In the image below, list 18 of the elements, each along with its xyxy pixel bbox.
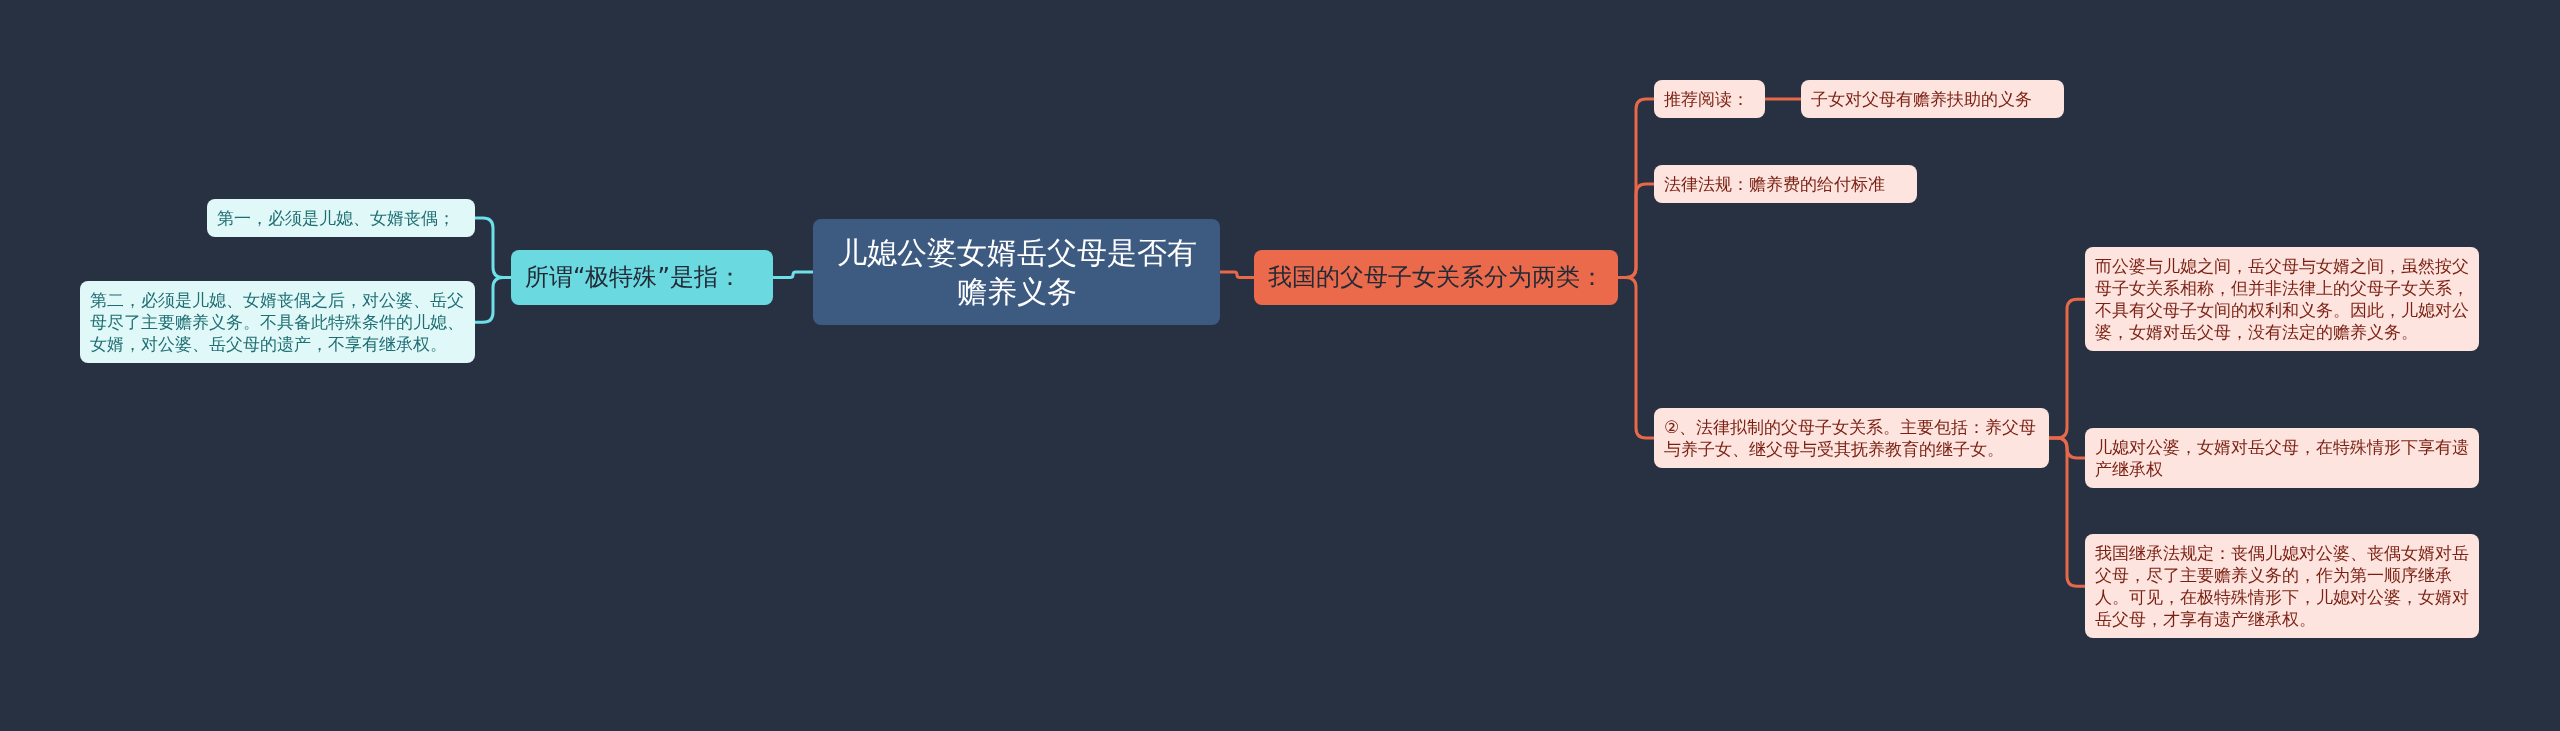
connector-line (773, 270, 813, 280)
leaf-box: ②、法律拟制的父母子女关系。主要包括：养父母与养子女、继父母与受其抚养教育的继子女。 (1654, 408, 2049, 469)
branch-box: 我国的父母子女关系分为两类： (1254, 250, 1618, 306)
connector-line (475, 276, 511, 324)
leaf-box: 而公婆与儿媳之间，岳父母与女婿之间，虽然按父母子女关系相称，但并非法律上的父母子女关系，不具有父母子女间的权利和义务。因此，儿媳对公婆，女婿对岳父母，没有法定的赡养义务。 (2085, 247, 2479, 352)
connector-line (1765, 97, 1801, 101)
leaf-box: 我国继承法规定：丧偶儿媳对公婆、丧偶女婿对岳父母，尽了主要赡养义务的，作为第一顺序继承人。可见，在极特殊情形下，儿媳对公婆，女婿对岳父母，才享有遗产继承权。 (2085, 534, 2479, 639)
connector-line (1220, 270, 1254, 280)
topic-box: 儿媳公婆女婿岳父母是否有赡养义务 (813, 219, 1220, 325)
connector-line (2049, 436, 2085, 588)
leaf-box: 儿媳对公婆，女婿对岳父母，在特殊情形下享有遗产继承权 (2085, 428, 2479, 489)
leaf-box: 第一，必须是儿媳、女婿丧偶； (207, 199, 475, 238)
leaf-box: 推荐阅读： (1654, 80, 1765, 119)
leaf-box: 子女对父母有赡养扶助的义务 (1801, 80, 2064, 119)
leaf-box: 第二，必须是儿媳、女婿丧偶之后，对公婆、岳父母尽了主要赡养义务。不具备此特殊条件的儿媳、女婿，对公婆、岳父母的遗产，不享有继承权。 (80, 281, 475, 364)
leaf-box: 法律法规：赡养费的给付标准 (1654, 165, 1917, 204)
branch-box: 所谓“极特殊”是指： (511, 250, 773, 306)
connector-line (1618, 276, 1654, 440)
